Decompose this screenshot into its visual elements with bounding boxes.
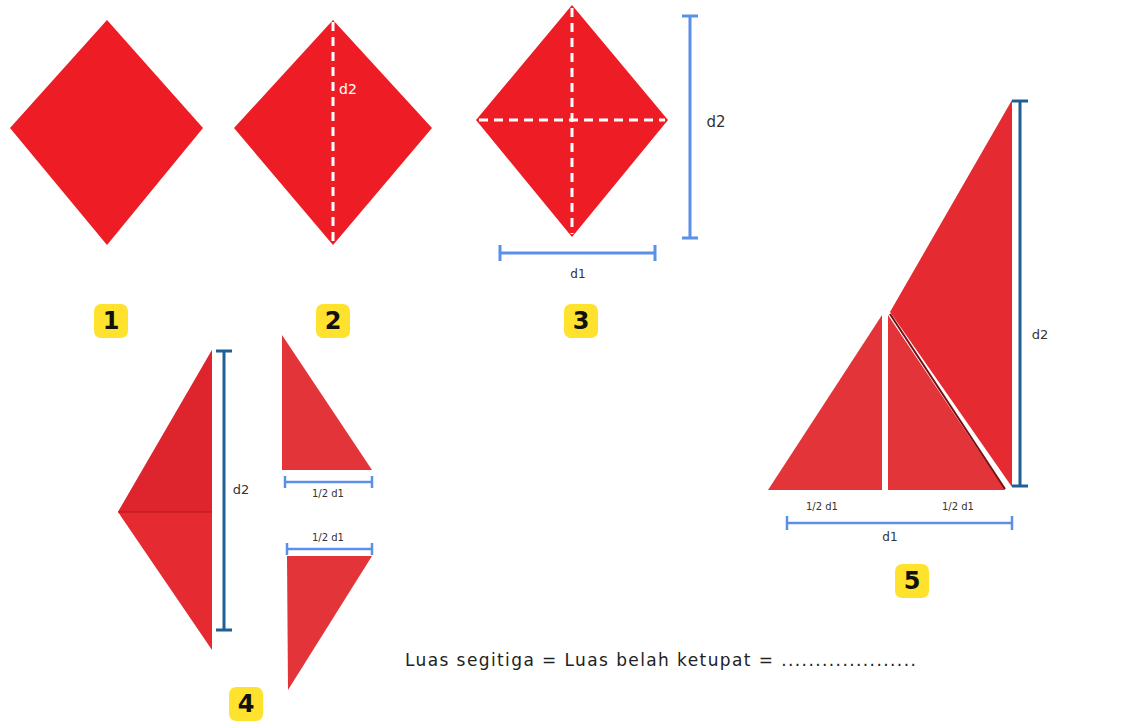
dimension-bracket <box>216 351 232 630</box>
dimension-label: d2 <box>706 114 725 131</box>
small-triangle <box>287 556 372 690</box>
step-number-badge: 2 <box>316 304 350 338</box>
crease-line <box>118 512 212 513</box>
dimension-label: 1/2 d1 <box>312 488 344 499</box>
small-triangle <box>888 315 1005 490</box>
small-triangle <box>768 315 882 490</box>
formula-sentence: Luas segitiga = Luas belah ketupat = ...… <box>405 651 917 670</box>
dimension-bracket <box>500 16 698 261</box>
fold-line <box>332 22 335 243</box>
rhombus-paper <box>10 20 203 245</box>
dimension-bracket <box>787 516 1012 530</box>
rhombus-paper <box>234 20 432 245</box>
step-number-badge: 1 <box>94 304 128 338</box>
small-triangle <box>282 335 372 470</box>
diagonal-label: d2 <box>339 82 357 97</box>
rhombus-paper <box>476 5 668 237</box>
half-rhombus <box>118 350 212 650</box>
dimension-bracket <box>1012 101 1028 486</box>
fold-edge <box>890 314 1005 489</box>
step-number-badge: 3 <box>564 304 598 338</box>
dimension-label: 1/2 d1 <box>312 532 344 543</box>
dimension-label: 1/2 d1 <box>806 501 838 512</box>
step-number: 5 <box>904 569 921 593</box>
step-number: 1 <box>103 309 120 333</box>
dimension-label: 1/2 d1 <box>942 501 974 512</box>
step-number: 2 <box>325 309 342 333</box>
dimension-label: d2 <box>233 483 250 497</box>
dimension-bracket <box>285 476 372 555</box>
fold-line <box>479 119 665 122</box>
dimension-label: d1 <box>570 268 585 281</box>
step-number-badge: 5 <box>895 564 929 598</box>
fold-shade <box>118 350 212 512</box>
dimension-label: d1 <box>882 531 897 544</box>
step-number: 3 <box>573 309 590 333</box>
step-number: 4 <box>238 692 255 716</box>
dimension-label: d2 <box>1032 328 1049 342</box>
step-number-badge: 4 <box>229 687 263 721</box>
